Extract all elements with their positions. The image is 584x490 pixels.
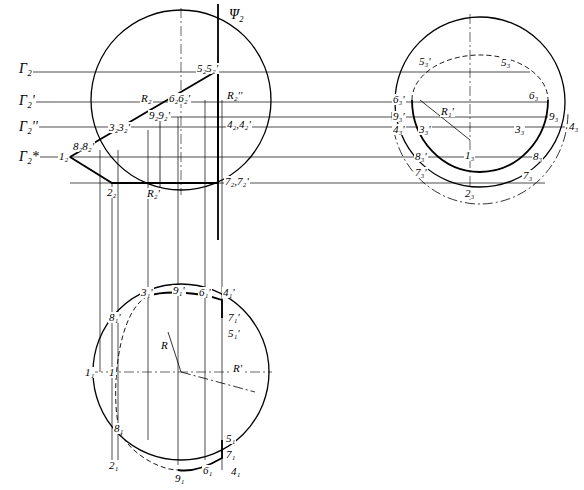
point-label: 9₃': [392, 111, 406, 122]
point-label: 8₁': [108, 312, 122, 323]
point-label: 5₃: [500, 57, 511, 68]
point-label: 2₂: [106, 187, 117, 198]
point-label: 9₁: [174, 473, 185, 484]
point-label: 1₃: [464, 150, 475, 161]
point-label: 9₂9₂': [148, 110, 171, 121]
point-label: 4₂,4₂': [226, 119, 252, 130]
top-view: [88, 284, 272, 471]
point-label: 5₂5₂': [196, 63, 219, 74]
point-label: 7₃: [522, 170, 533, 181]
point-label: 3₂3₂': [108, 122, 131, 133]
point-label: 6₂6₂': [168, 93, 191, 104]
point-label: Γ₂': [18, 94, 36, 108]
point-label: 6₁: [202, 465, 213, 476]
point-label: 1₁: [84, 367, 95, 378]
point-label: R₂': [146, 188, 161, 199]
point-label: 1₂: [58, 151, 69, 162]
point-label: 7₁': [227, 312, 241, 323]
point-label: 2₁: [108, 460, 119, 471]
point-label: Γ₂'': [18, 120, 39, 134]
point-label: 3₃: [514, 124, 525, 135]
side-view: [392, 14, 568, 204]
point-label: 2₃: [464, 188, 475, 199]
point-label: 8₂8₂': [72, 141, 95, 152]
point-label: 3₃': [418, 124, 432, 135]
point-label: 3₁': [140, 287, 154, 298]
point-label: 4₃: [568, 121, 579, 132]
point-label: Γ₂*: [18, 150, 40, 164]
point-label: 8₁: [113, 423, 124, 434]
front-view: [70, 4, 271, 240]
point-label: Γ₂: [18, 62, 33, 76]
projection-lines: [22, 72, 565, 470]
point-label: 6₃: [528, 90, 539, 101]
point-label: 7₃': [414, 167, 428, 178]
point-label: 5₁: [225, 433, 236, 444]
point-label: 4₃': [392, 124, 406, 135]
point-label: 6₁': [198, 287, 212, 298]
point-label: 7₁: [225, 449, 236, 460]
point-label: 4₁: [230, 466, 241, 477]
point-label: 9₁': [172, 285, 186, 296]
point-label: 8₃: [532, 151, 543, 162]
point-label: 8₃': [414, 151, 428, 162]
point-label: R₁': [440, 106, 455, 117]
point-label: 5₁': [227, 328, 241, 339]
point-label: Ψ₂: [228, 8, 245, 22]
point-label: 7₂,7₂': [224, 176, 250, 187]
point-label: 4₁': [222, 287, 236, 298]
point-label: R₂: [140, 93, 153, 104]
point-label: R': [232, 363, 243, 374]
point-label: 6₃': [392, 94, 406, 105]
point-label: 1: [108, 367, 116, 378]
point-label: R: [160, 340, 169, 351]
point-label: R₂'': [226, 90, 243, 101]
point-label: 9₃: [548, 111, 559, 122]
point-label: 5₃': [418, 56, 432, 67]
